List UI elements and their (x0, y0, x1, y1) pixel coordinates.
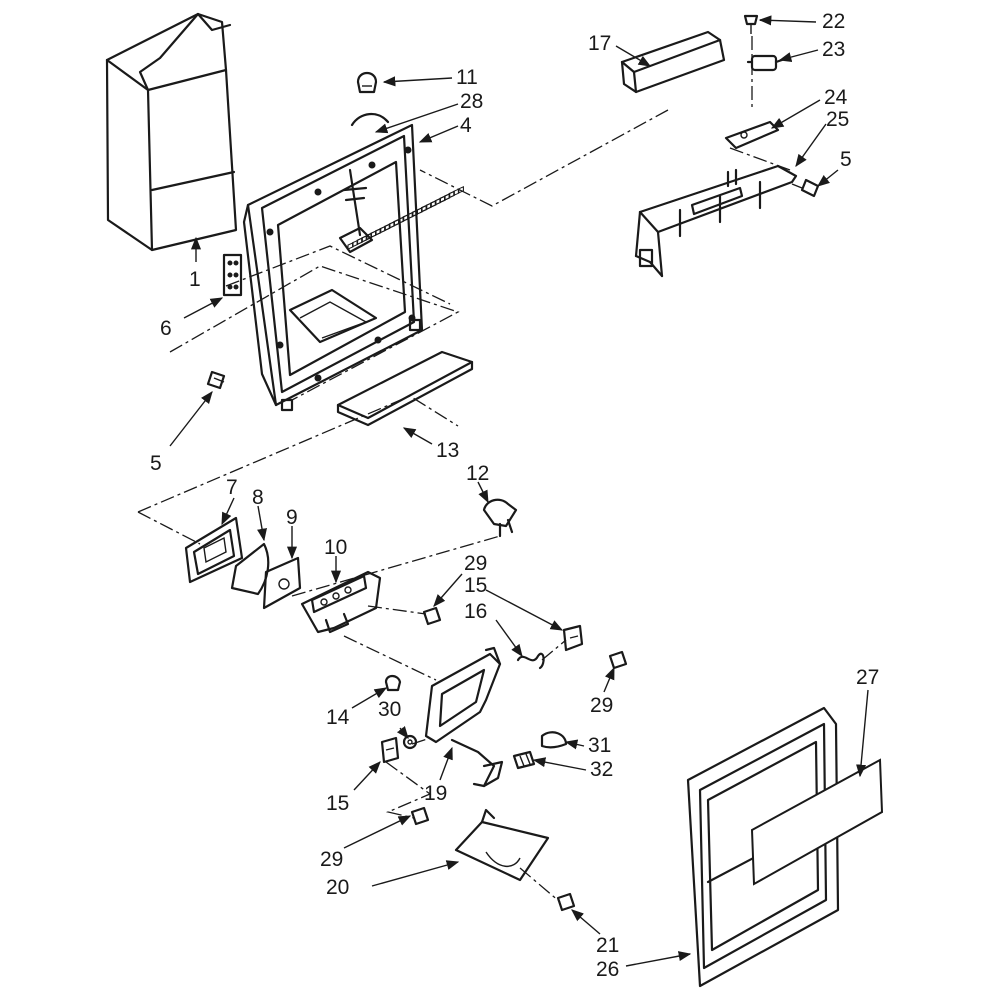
callout-4: 4 (460, 114, 472, 137)
grille-hole (421, 204, 428, 213)
part-8-lens (230, 542, 270, 596)
part-10-switch-bracket (300, 570, 382, 634)
grille-hole (457, 185, 464, 194)
part-13-grille (336, 185, 474, 427)
grille-hole (448, 190, 455, 199)
callout-10: 10 (324, 536, 347, 559)
callout-17: 17 (588, 32, 611, 55)
part-11-bulb (356, 71, 378, 94)
part-25-bracket (634, 164, 798, 278)
part-29-screw-lower (410, 806, 430, 826)
callout-32: 32 (590, 758, 613, 781)
callout-15-lower: 15 (326, 792, 349, 815)
grille-hole (402, 213, 409, 222)
grille-hole (439, 195, 446, 204)
callout-12: 12 (466, 462, 489, 485)
part-22-screw (743, 14, 759, 34)
callout-5-left: 5 (150, 452, 162, 475)
callout-30: 30 (378, 698, 401, 721)
part-17-trim-channel (620, 30, 726, 94)
part-31-pad (540, 731, 568, 749)
callout-9: 9 (286, 506, 298, 529)
part-5-screw-right (791, 178, 820, 198)
grille-holes (347, 185, 464, 250)
callout-23: 23 (822, 38, 845, 61)
callout-31: 31 (588, 734, 611, 757)
callout-14: 14 (326, 706, 350, 729)
leader-arrows (169, 15, 869, 967)
callout-29-lower: 29 (320, 848, 343, 871)
callout-28: 28 (460, 90, 483, 113)
callout-16: 16 (464, 600, 487, 623)
part-6-hinge-block (222, 253, 243, 297)
callout-1: 1 (189, 268, 201, 291)
callout-29-upper: 29 (464, 552, 487, 575)
part-14-pin (384, 674, 402, 692)
part-20-chute (454, 808, 550, 882)
callout-15-upper: 15 (464, 574, 487, 597)
callout-21: 21 (596, 934, 619, 957)
callout-29-right: 29 (590, 694, 613, 717)
part-12-actuator (482, 498, 518, 538)
part-9-light-cover (262, 556, 302, 610)
part-29-screw-upper (422, 606, 442, 626)
grille-hole (430, 199, 437, 208)
part-15-clip-right (562, 624, 584, 652)
part-15-clip-left (380, 736, 400, 764)
assembly-lines (137, 109, 791, 903)
part-32-pad (512, 750, 536, 770)
part-24-plate (724, 120, 780, 150)
part-19-actuator-arm (424, 646, 504, 788)
callout-labels: 11 28 4 1 6 5 13 12 17 22 23 24 25 5 7 8… (150, 10, 879, 981)
part-21-screw (556, 892, 576, 912)
grille-hole (365, 232, 372, 241)
callout-27: 27 (856, 666, 879, 689)
callout-19: 19 (424, 782, 447, 805)
callout-8: 8 (252, 486, 264, 509)
callout-11: 11 (456, 66, 478, 89)
part-5-screw-left (206, 370, 226, 390)
part-1-bin-cover (105, 12, 238, 252)
grille-hole (393, 218, 400, 227)
part-23-switch (746, 54, 784, 72)
callout-6: 6 (160, 317, 172, 340)
grille-hole (384, 223, 391, 232)
part-30-washer (402, 734, 418, 750)
callout-7: 7 (226, 476, 238, 499)
callout-20: 20 (326, 876, 349, 899)
callout-5-right: 5 (840, 148, 852, 171)
part-29-screw-right (608, 650, 628, 670)
grille-hole (411, 209, 418, 218)
callout-25: 25 (826, 108, 849, 131)
part-16-spring (516, 652, 545, 670)
part-27-label (750, 758, 884, 886)
callout-24: 24 (824, 86, 848, 109)
part-4-dispenser-housing (242, 113, 424, 412)
callout-22: 22 (822, 10, 845, 33)
grille-hole (375, 227, 382, 236)
callout-13: 13 (436, 439, 459, 462)
part-7-bezel (184, 516, 244, 584)
callout-26: 26 (596, 958, 619, 981)
